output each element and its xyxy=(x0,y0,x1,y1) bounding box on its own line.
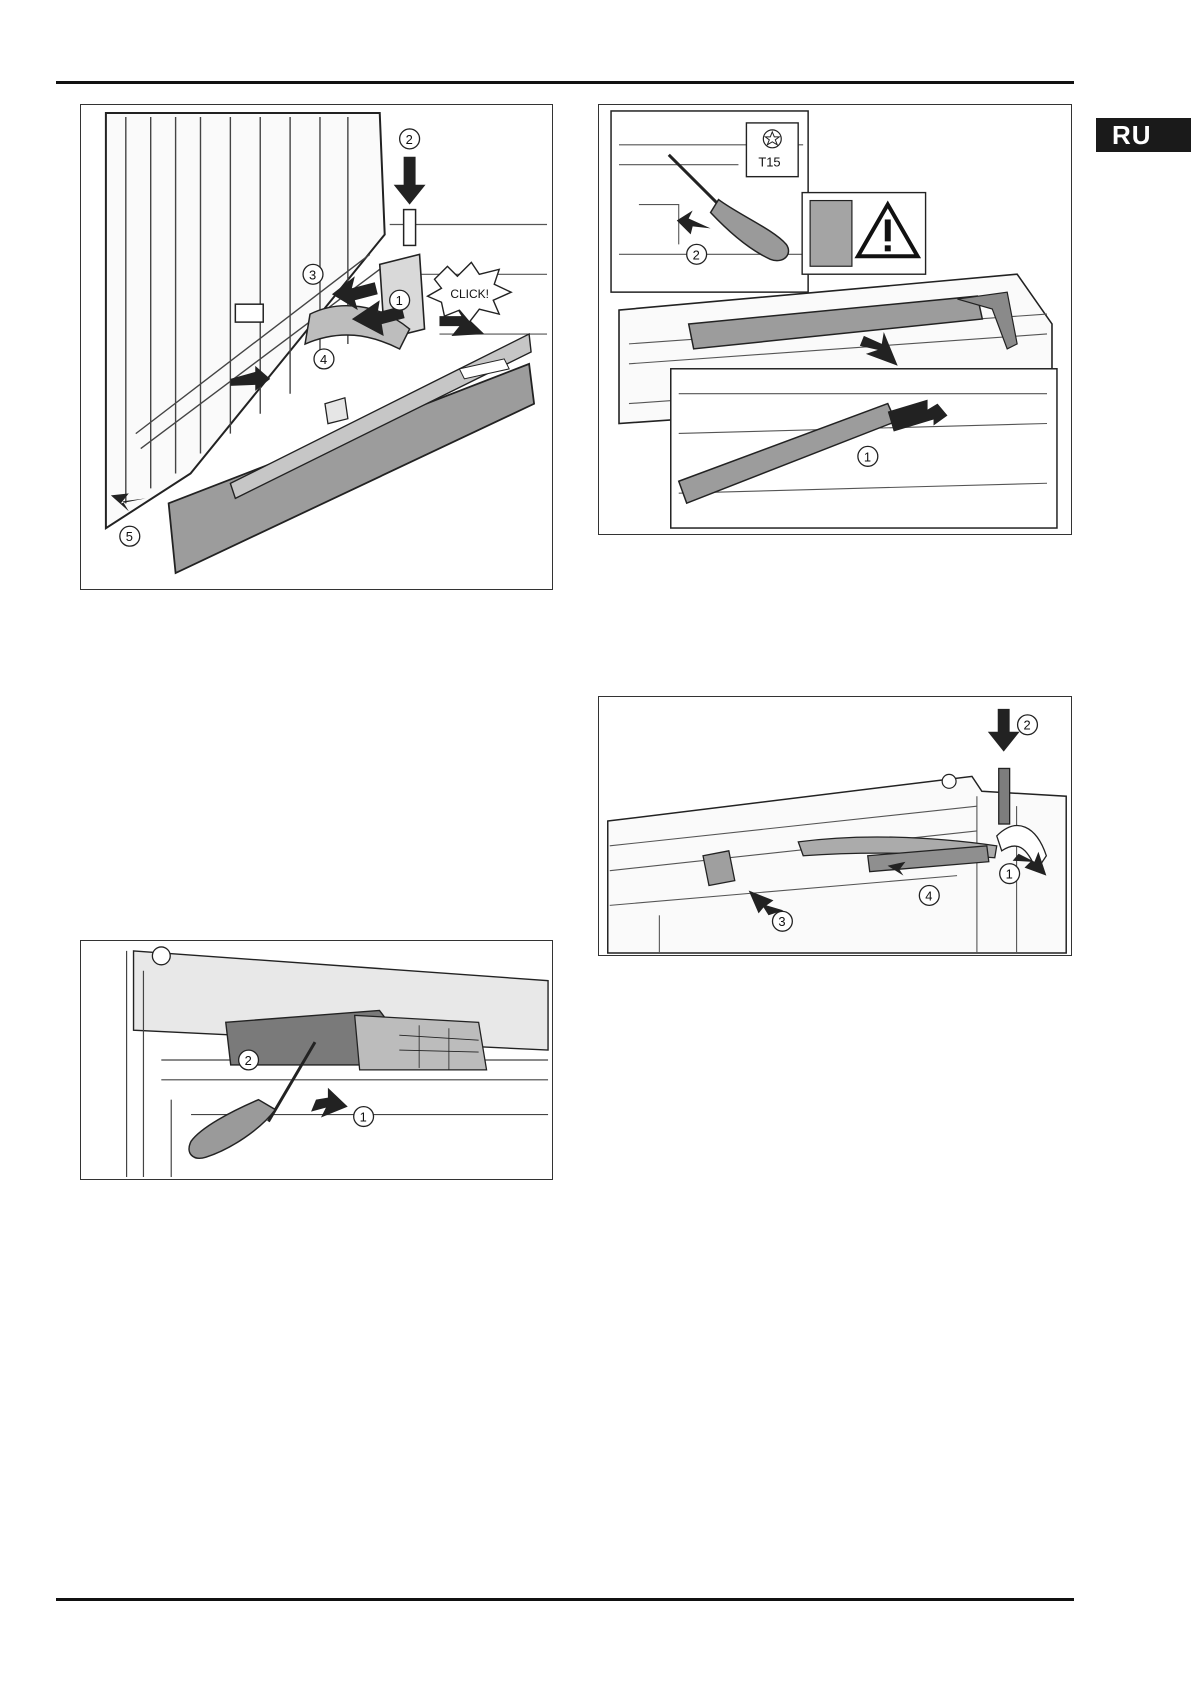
callout-2: 2 xyxy=(406,132,413,147)
figure-fixing-bracket: 2 1 xyxy=(80,940,553,1180)
callout-3: 3 xyxy=(778,914,785,929)
callout-4: 4 xyxy=(925,888,932,903)
figure-top-hinge: 2 1 4 3 xyxy=(598,696,1072,956)
top-bracket-illustration: 2 T15 1 xyxy=(599,105,1071,534)
bottom-rule xyxy=(56,1598,1074,1601)
callout-2: 2 xyxy=(693,247,700,262)
callout-2: 2 xyxy=(245,1053,252,1068)
top-hinge-illustration: 2 1 4 3 xyxy=(599,697,1071,955)
arrow-down xyxy=(988,709,1020,752)
arrow-down xyxy=(394,157,426,205)
figure-hinge-installation: CLICK! 2 3 1 4 5 xyxy=(80,104,553,590)
fixing-bracket-illustration: 2 1 xyxy=(81,941,552,1179)
callout-1: 1 xyxy=(360,1109,367,1124)
callout-1: 1 xyxy=(396,293,403,308)
top-rule xyxy=(56,81,1074,84)
click-text: CLICK! xyxy=(450,287,488,301)
callout-1: 1 xyxy=(1006,867,1013,882)
callout-1: 1 xyxy=(864,449,871,464)
callout-2: 2 xyxy=(1024,718,1031,733)
hinge-illustration: CLICK! 2 3 1 4 5 xyxy=(81,105,552,589)
tool-label: T15 xyxy=(758,155,780,170)
callout-3: 3 xyxy=(309,267,316,282)
callout-4: 4 xyxy=(320,352,327,367)
callout-5: 5 xyxy=(126,529,133,544)
language-tab: RU xyxy=(1096,118,1191,152)
figure-top-bracket: 2 T15 1 xyxy=(598,104,1072,535)
